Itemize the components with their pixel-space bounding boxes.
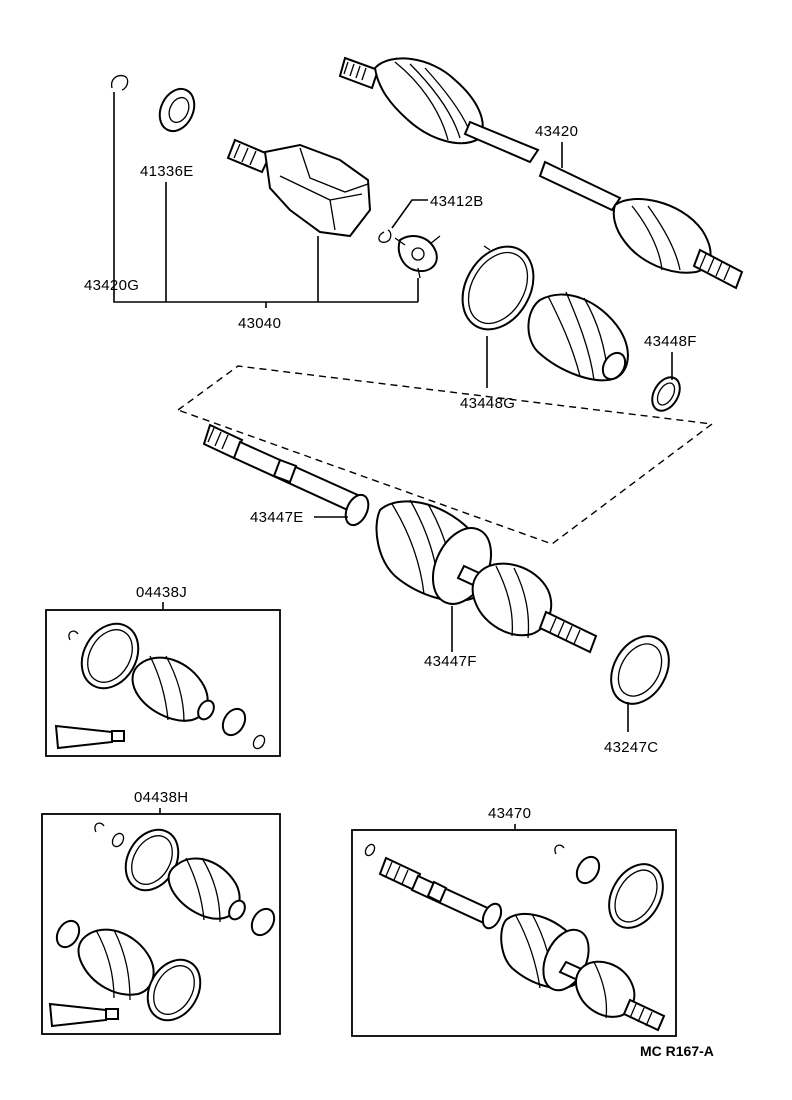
kit-04438j-parts bbox=[54, 622, 266, 750]
leader-43412b bbox=[391, 199, 428, 229]
snap-ring-43420g bbox=[110, 74, 129, 91]
drive-shaft-assembly-43470 bbox=[364, 843, 666, 1032]
kit-box-43470 bbox=[351, 829, 677, 1037]
boot-upper bbox=[527, 291, 629, 382]
kit-box-04438j bbox=[45, 609, 281, 757]
seal-41336e bbox=[158, 87, 196, 133]
drive-shaft-upper bbox=[338, 56, 744, 290]
label-43247c: 43247C bbox=[604, 739, 658, 756]
label-43448f: 43448F bbox=[644, 333, 697, 350]
boot-clamp-43448g bbox=[461, 245, 535, 331]
label-43447e: 43447E bbox=[250, 509, 304, 526]
seal-43247c bbox=[610, 635, 670, 705]
leader-43420g bbox=[113, 92, 418, 303]
label-43040: 43040 bbox=[238, 315, 281, 332]
label-43412b: 43412B bbox=[430, 193, 484, 210]
label-43470: 43470 bbox=[488, 805, 531, 822]
dashed-kit-outline bbox=[176, 365, 714, 545]
label-43447f: 43447F bbox=[424, 653, 477, 670]
label-04438h: 04438H bbox=[134, 789, 188, 806]
boot-clamp-43448f bbox=[651, 376, 681, 412]
inboard-joint-housing bbox=[226, 138, 372, 238]
drive-shaft-main bbox=[202, 423, 598, 654]
tripod-joint bbox=[394, 235, 441, 279]
label-41336e: 41336E bbox=[140, 163, 194, 180]
label-04438j: 04438J bbox=[136, 584, 187, 601]
label-43448g: 43448G bbox=[460, 395, 515, 412]
label-43420g: 43420G bbox=[84, 277, 139, 294]
label-43420: 43420 bbox=[535, 123, 578, 140]
clip-43412b bbox=[378, 229, 392, 243]
reference-code: MC R167-A bbox=[640, 1043, 714, 1059]
kit-04438h-parts bbox=[48, 822, 276, 1028]
kit-box-04438h bbox=[41, 813, 281, 1035]
